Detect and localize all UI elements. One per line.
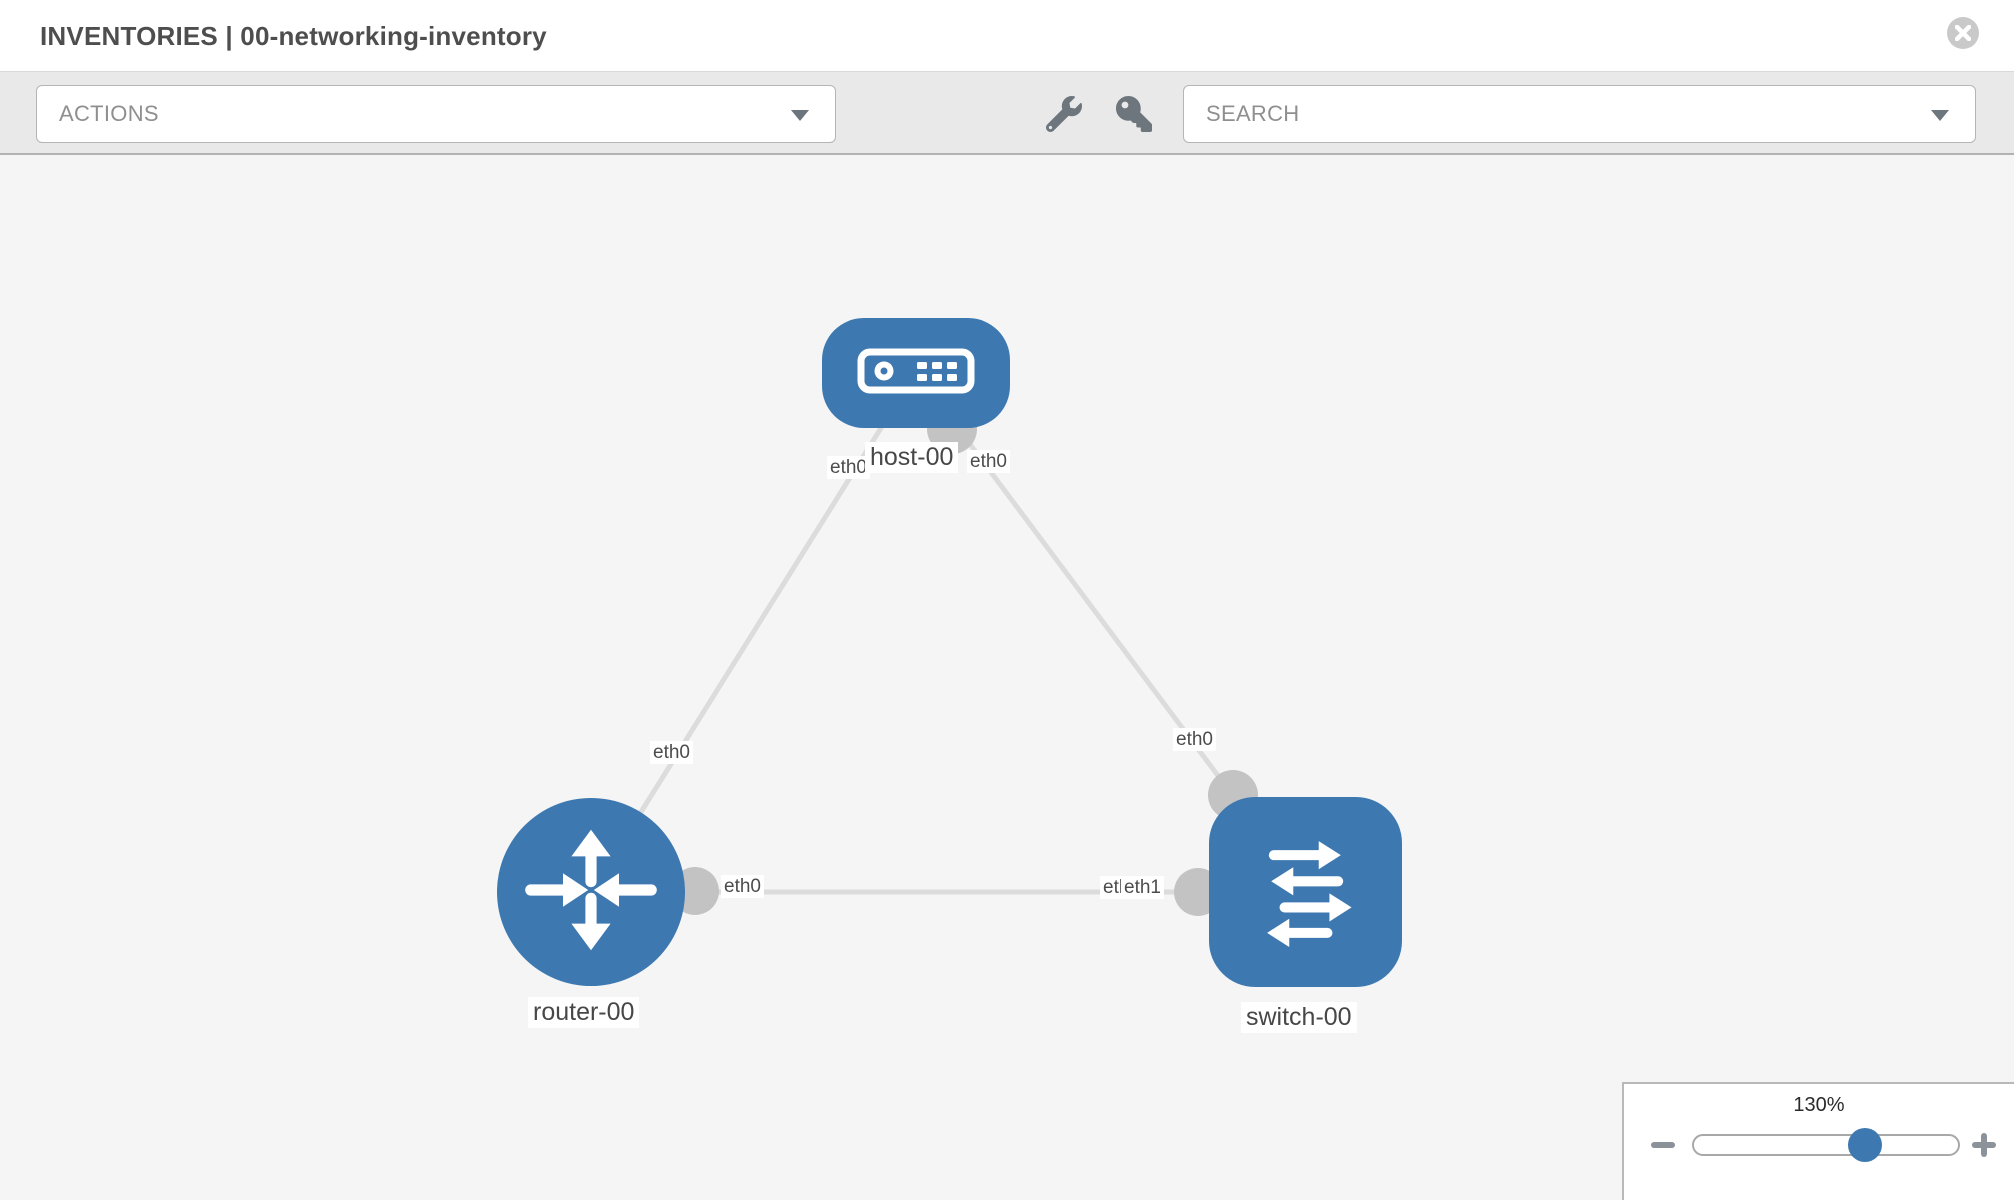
key-button[interactable] <box>1116 96 1152 132</box>
eth-label-router-switch-source: eth0 <box>721 875 764 898</box>
node-router-00[interactable] <box>497 798 685 986</box>
links-layer <box>588 370 1308 895</box>
actions-dropdown[interactable]: ACTIONS <box>36 85 836 143</box>
zoom-slider-thumb[interactable] <box>1848 1128 1882 1162</box>
eth-label-router-host-target: eth0 <box>827 456 870 479</box>
topology-canvas[interactable]: eth0 eth0 eth0 eth0 eth0 eth0 eth1 host-… <box>0 155 2014 1200</box>
search-dropdown-label: SEARCH <box>1206 101 1300 126</box>
caret-down-icon <box>1931 110 1949 121</box>
zoom-in-button[interactable] <box>1972 1133 1996 1157</box>
zoom-slider-track[interactable] <box>1692 1134 1960 1156</box>
eth-label-router-host-source: eth0 <box>650 741 693 764</box>
switch-icon <box>1239 823 1373 962</box>
header: INVENTORIES | 00-networking-inventory <box>0 0 2014 72</box>
eth-label-host-switch-source: eth0 <box>967 450 1010 473</box>
node-host-00[interactable] <box>822 318 1010 428</box>
switch-icon-node[interactable] <box>1209 797 1402 987</box>
caret-down-icon <box>791 110 809 121</box>
eth-label-router-switch-target: eth1 <box>1121 876 1164 899</box>
node-label-router-00: router-00 <box>528 997 640 1028</box>
zoom-out-button[interactable] <box>1651 1134 1675 1156</box>
page-title: INVENTORIES | 00-networking-inventory <box>40 21 547 51</box>
eth-label-host-switch-target: eth0 <box>1173 728 1216 751</box>
wrench-icon <box>1045 96 1082 135</box>
actions-dropdown-label: ACTIONS <box>59 101 159 126</box>
router-icon <box>521 820 661 965</box>
close-button[interactable] <box>1947 17 1979 49</box>
tools-button[interactable] <box>1045 96 1082 135</box>
zoom-level-value: 130% <box>1793 1094 1845 1116</box>
zoom-panel: 130% <box>1622 1082 2014 1200</box>
node-label-host-00: host-00 <box>865 442 959 473</box>
search-dropdown[interactable]: SEARCH <box>1183 85 1976 143</box>
host-icon <box>857 348 975 399</box>
node-label-switch-00: switch-00 <box>1241 1002 1357 1033</box>
minus-icon <box>1651 1142 1675 1148</box>
key-icon <box>1116 96 1152 135</box>
toolbar: ACTIONS SEARCH <box>0 72 2014 155</box>
